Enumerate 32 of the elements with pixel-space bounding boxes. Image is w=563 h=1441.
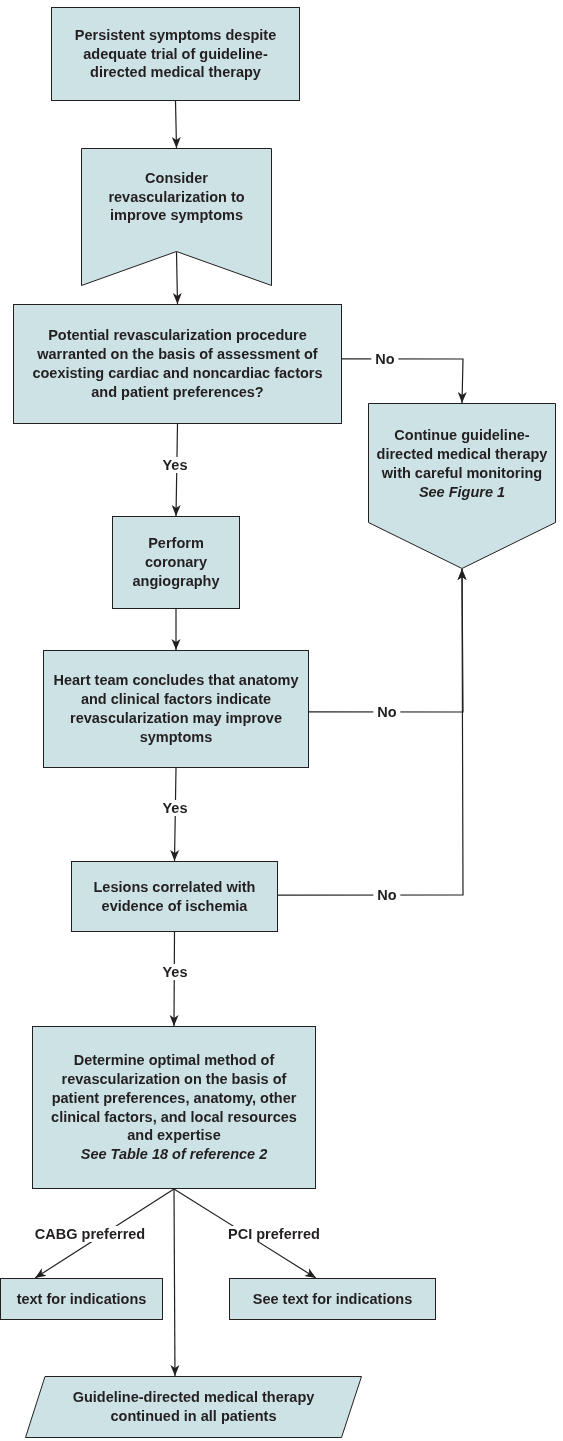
arrow (277, 568, 467, 896)
arrow (171, 100, 181, 149)
arrow (171, 608, 181, 651)
node-text: Determine optimal method of revascularization on the basis of patient preferences, anatomy, other clinical factors, and local resources and expertise (50, 1050, 298, 1146)
pentagon-box (368, 403, 556, 569)
process-box (229, 1278, 436, 1320)
process-box (51, 7, 300, 101)
edge-label: No (373, 704, 401, 720)
edge-label: No (371, 351, 399, 367)
node-text: text for indications (16, 1289, 147, 1309)
node-text: Guideline-directed medical therapy continued in all patients (71, 1388, 316, 1426)
node-text: Lesions correlated with evidence of ischemia (92, 877, 257, 916)
node-text: Heart team concludes that anatomy and clinical factors indicate revascularization may improve symptoms (52, 671, 300, 747)
edge-label: No (373, 887, 401, 903)
parallelogram-box (25, 1376, 362, 1438)
process-box (112, 516, 240, 609)
node-text: Consider revascularization to improve symptoms (107, 168, 246, 226)
node-text: See text for indications (252, 1289, 413, 1309)
reference-note: See Table 18 of reference 2 (80, 1145, 268, 1165)
reference-note: See Figure 1 (418, 482, 506, 502)
notched-banner-box (81, 148, 272, 286)
node-text: Perform coronary angiography (131, 534, 221, 591)
node-text: Potential revascularization procedure warranted on the basis of assessment of coexisting cardiac and noncardiac factors and patient preferences? (31, 326, 324, 402)
process-box (43, 650, 309, 768)
node-text: Persistent symptoms despite adequate trial of guideline-directed medical therapy (73, 25, 278, 83)
node-text: Continue guideline-directed medical therapy with careful monitoring (375, 426, 549, 483)
process-box (71, 861, 278, 932)
arrow (172, 251, 182, 305)
process-box (32, 1026, 316, 1189)
arrow (170, 1188, 180, 1377)
process-box (0, 1278, 163, 1320)
process-box (13, 304, 342, 424)
